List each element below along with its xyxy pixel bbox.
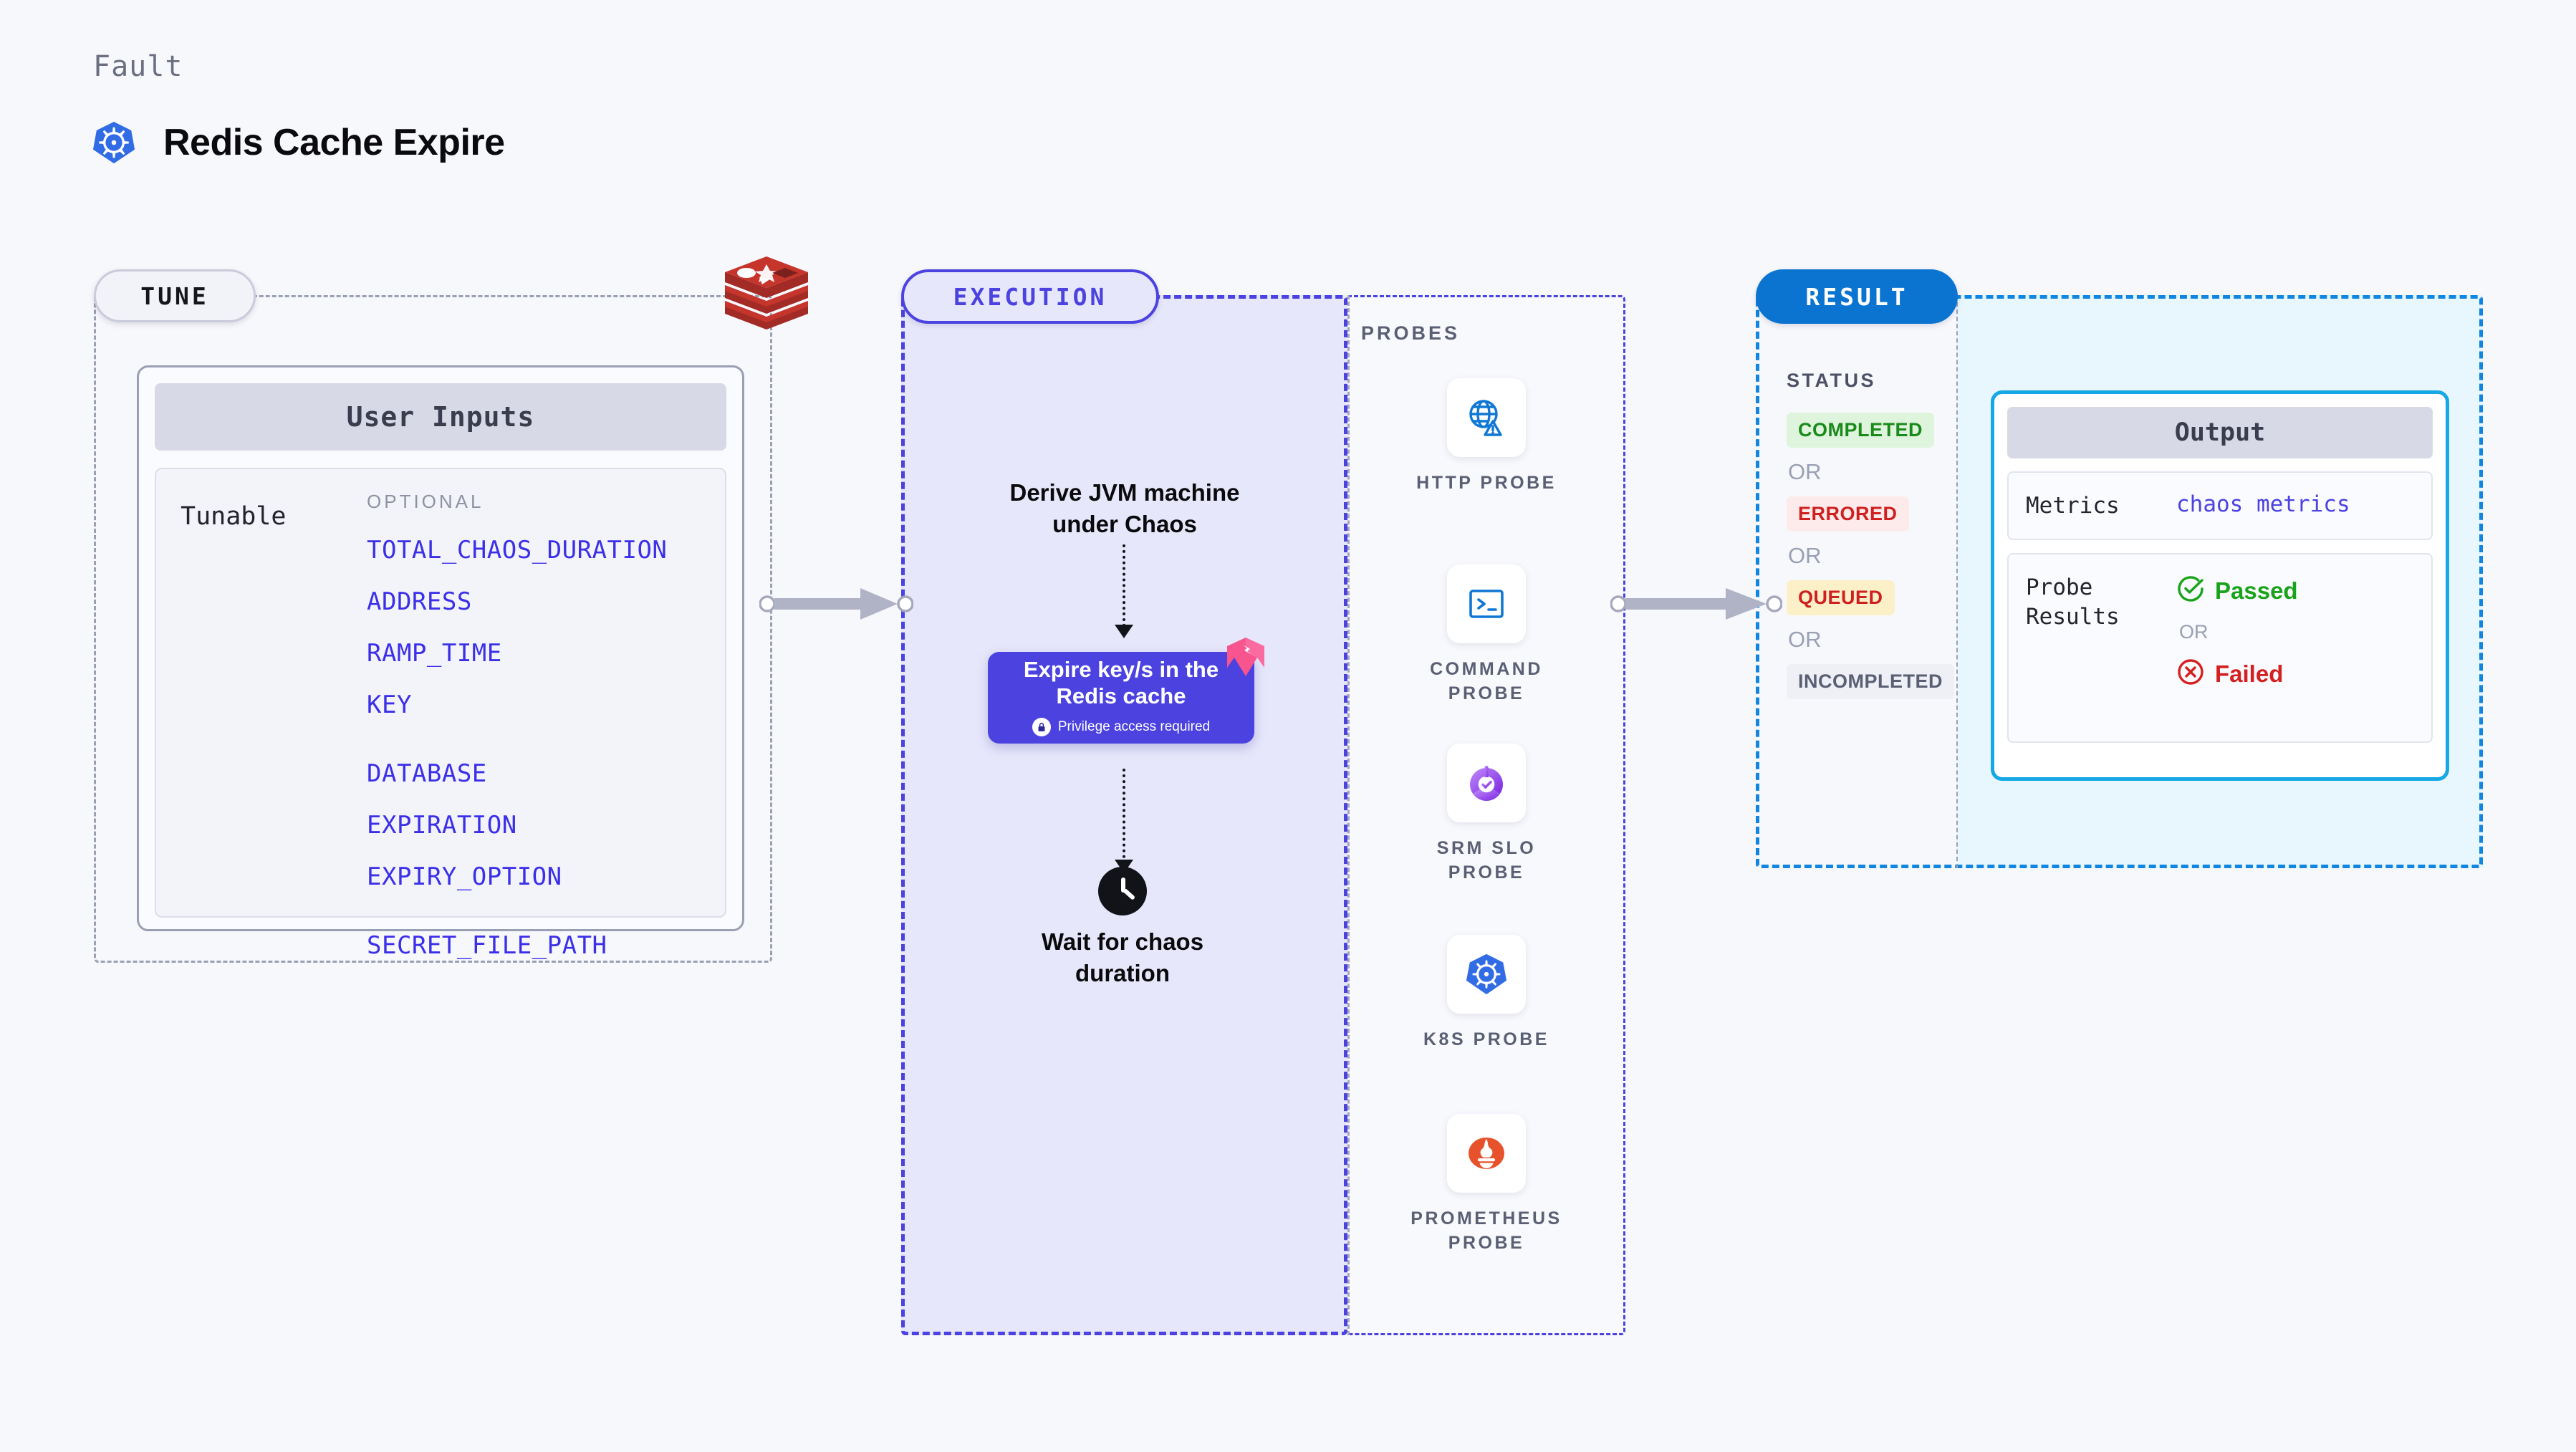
- lock-icon: [1032, 718, 1051, 737]
- status-title: STATUS: [1787, 370, 1876, 391]
- user-inputs-card: User Inputs Tunable OPTIONAL TOTAL_CHAOS…: [137, 365, 744, 960]
- probe-result-failed: Failed: [2176, 658, 2414, 690]
- status-or-1: OR: [1788, 459, 1822, 484]
- probes-title: PROBES: [1361, 322, 1461, 344]
- probe-label: PROMETHEUS PROBE: [1410, 1208, 1562, 1253]
- flow-connector-2: [1123, 769, 1125, 864]
- probe-label: SRM SLO PROBE: [1436, 838, 1537, 883]
- probe-k8s[interactable]: K8S PROBE: [1347, 935, 1625, 1052]
- kubernetes-icon: [1447, 935, 1526, 1014]
- execution-badge[interactable]: EXECUTION: [901, 269, 1159, 324]
- param-ramp-time[interactable]: RAMP_TIME: [367, 639, 502, 668]
- connector-execution-to-result: [1610, 582, 1782, 626]
- result-status-divider: [1956, 295, 1958, 868]
- terminal-icon: [1447, 564, 1526, 643]
- tune-badge[interactable]: TUNE: [94, 269, 256, 322]
- tune-panel: [94, 295, 772, 963]
- status-list: COMPLETED OR ERRORED OR QUEUED OR INCOMP…: [1787, 413, 1955, 699]
- metrics-row: Metrics chaos metrics: [2007, 471, 2433, 541]
- flow-arrow-1: [1115, 625, 1133, 638]
- probe-results-row: Probe Results Passed OR: [2007, 553, 2433, 744]
- probe-prometheus[interactable]: PROMETHEUS PROBE: [1347, 1114, 1625, 1256]
- page-title: Redis Cache Expire: [163, 122, 505, 163]
- status-badge-queued: QUEUED: [1787, 580, 1895, 615]
- execution-panel: [901, 295, 1347, 1335]
- user-inputs-title: User Inputs: [155, 383, 726, 451]
- connector-tune-to-execution: [759, 582, 913, 626]
- clock-icon: [1098, 867, 1147, 915]
- wait-step-label: Wait for chaos duration: [1041, 928, 1204, 986]
- status-badge-completed: COMPLETED: [1787, 413, 1935, 448]
- param-database[interactable]: DATABASE: [367, 759, 487, 788]
- result-badge[interactable]: RESULT: [1756, 269, 1958, 324]
- metrics-label: Metrics: [2026, 493, 2120, 519]
- probe-http[interactable]: HTTP PROBE: [1347, 378, 1625, 496]
- optional-group-label: OPTIONAL: [367, 491, 484, 512]
- probe-srm-slo[interactable]: SRM SLO PROBE: [1347, 744, 1625, 885]
- execution-probes-divider: [1347, 295, 1350, 1335]
- failed-label: Failed: [2215, 660, 2284, 687]
- page-title-row: Redis Cache Expire: [92, 120, 505, 165]
- probe-label: K8S PROBE: [1423, 1029, 1549, 1049]
- prometheus-icon: [1447, 1114, 1526, 1193]
- probe-label: HTTP PROBE: [1416, 473, 1557, 493]
- probe-result-or: OR: [2179, 621, 2209, 643]
- status-badge-errored: ERRORED: [1787, 496, 1909, 532]
- redis-icon: [719, 251, 814, 335]
- privilege-note-text: Privilege access required: [1057, 719, 1211, 735]
- result-panel: [1756, 295, 2483, 868]
- privilege-note-row: Privilege access required: [1032, 718, 1211, 737]
- param-total-chaos-duration[interactable]: TOTAL_CHAOS_DURATION: [367, 536, 668, 564]
- chaos-action-title: Expire key/s in the Redis cache: [1023, 656, 1219, 708]
- probe-results-label: Probe Results: [2026, 574, 2120, 630]
- passed-label: Passed: [2215, 577, 2298, 604]
- check-circle-icon: [2176, 574, 2205, 607]
- param-expiry-option[interactable]: EXPIRY_OPTION: [367, 862, 562, 891]
- param-expiration[interactable]: EXPIRATION: [367, 811, 517, 840]
- probe-result-passed: Passed: [2176, 574, 2414, 607]
- param-address[interactable]: ADDRESS: [367, 587, 472, 616]
- param-secret-file-path[interactable]: SECRET_FILE_PATH: [367, 931, 607, 960]
- status-badge-incompleted: INCOMPLETED: [1787, 664, 1955, 699]
- harness-ribbon-icon: [1224, 636, 1267, 678]
- status-or-3: OR: [1788, 627, 1822, 652]
- chaos-action-card[interactable]: Expire key/s in the Redis cache Privileg…: [988, 638, 1264, 744]
- optional-params-column: OPTIONAL TOTAL_CHAOS_DURATION ADDRESS RA…: [367, 491, 701, 960]
- x-circle-icon: [2176, 658, 2205, 690]
- globe-warning-icon: [1447, 378, 1526, 457]
- tunable-section: Tunable OPTIONAL TOTAL_CHAOS_DURATION AD…: [155, 468, 726, 960]
- status-or-2: OR: [1788, 543, 1822, 568]
- output-card: Output Metrics chaos metrics Probe Resul…: [1991, 390, 2449, 781]
- output-title: Output: [2007, 407, 2433, 458]
- fault-kicker: Fault: [93, 50, 183, 83]
- metrics-value[interactable]: chaos metrics: [2176, 491, 2350, 517]
- tunable-label: Tunable: [181, 502, 287, 531]
- flow-connector-1: [1123, 544, 1125, 627]
- srm-slo-icon: [1447, 744, 1526, 822]
- probe-label: COMMAND PROBE: [1430, 659, 1543, 703]
- kubernetes-icon: [92, 120, 136, 165]
- param-key[interactable]: KEY: [367, 691, 412, 719]
- derive-step-label: Derive JVM machine under Chaos: [1009, 479, 1240, 537]
- probe-command[interactable]: COMMAND PROBE: [1347, 564, 1625, 706]
